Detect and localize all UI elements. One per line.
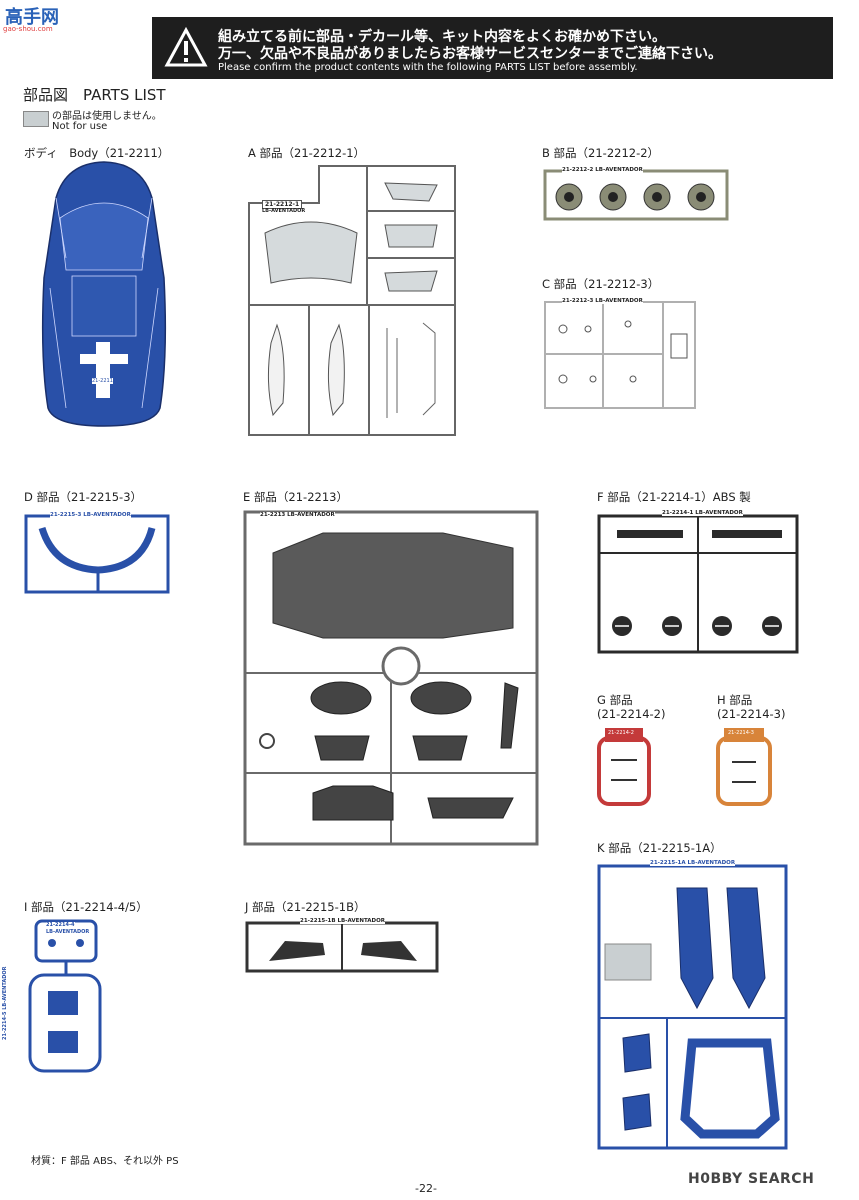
warning-line-2: 万一、欠品や不良品がありましたらお客様サービスセンターまでご連絡下さい。 <box>218 46 722 62</box>
label-b-parts: B 部品（21-2212-2） <box>542 146 660 160</box>
sprue-f <box>597 514 799 654</box>
warning-banner: 組み立てる前に部品・デカール等、キット内容をよくお確かめ下さい。 万一、欠品や不… <box>152 17 833 79</box>
sprue-k-tag: 21-2215-1A LB-AVENTADOR <box>650 860 736 866</box>
watermark: H0BBY SEARCH <box>688 1171 815 1187</box>
sprue-a <box>248 165 456 436</box>
sprue-c-tag: 21-2212-3 LB-AVENTADOR <box>562 298 643 304</box>
sprue-h <box>716 728 772 806</box>
label-g-code: (21-2214-2) <box>597 707 666 721</box>
sprue-a-subtag: LB-AVENTADOR <box>262 208 306 214</box>
sprue-i-side-tag: 21-2214-5 LB-AVENTADOR <box>2 966 8 1040</box>
label-j-parts: J 部品（21-2215-1B） <box>245 900 366 914</box>
sprue-g-tag: 21-2214-2 <box>608 730 634 736</box>
label-f-parts: F 部品（21-2214-1）ABS 製 <box>597 490 751 504</box>
sprue-f-tag: 21-2214-1 LB-AVENTADOR <box>662 510 743 516</box>
label-h-code: (21-2214-3) <box>717 707 786 721</box>
sprue-k <box>597 864 788 1150</box>
label-a-parts: A 部品（21-2212-1） <box>248 146 366 160</box>
sprue-a-tag: 21-2212-1 <box>262 200 303 209</box>
label-i-parts: I 部品（21-2214-4/5） <box>24 900 148 914</box>
sprue-c <box>544 301 696 409</box>
label-h-parts: H 部品 <box>717 693 753 707</box>
sprue-j-tag: 21-2215-1B LB-AVENTADOR <box>300 918 385 924</box>
sprue-i <box>28 919 102 1073</box>
legend-text-english: Not for use <box>52 121 108 132</box>
label-k-parts: K 部品（21-2215-1A） <box>597 841 722 855</box>
sprue-i-tag: 21-2214-4 <box>46 922 75 928</box>
logo-subtext: gao-shou.com <box>3 25 53 33</box>
warning-icon <box>164 27 208 67</box>
label-body: ボディ Body（21-2211） <box>24 146 170 160</box>
sprue-i-subtag: LB-AVENTADOR <box>46 929 90 935</box>
warning-line-1: 組み立てる前に部品・デカール等、キット内容をよくお確かめ下さい。 <box>218 29 666 45</box>
sprue-d-tag: 21-2215-3 LB-AVENTADOR <box>50 512 131 518</box>
body-shell-illustration <box>41 161 167 427</box>
material-note: 材質：F 部品 ABS、それ以外 PS <box>31 1156 179 1167</box>
sprue-h-tag: 21-2214-3 <box>728 730 754 736</box>
label-g-parts: G 部品 <box>597 693 633 707</box>
page-title: 部品図 PARTS LIST <box>23 86 166 104</box>
sprue-d <box>24 514 170 594</box>
label-d-parts: D 部品（21-2215-3） <box>24 490 143 504</box>
sprue-g <box>597 728 651 806</box>
warning-line-english: Please confirm the product contents with… <box>218 62 638 73</box>
body-part-tag: 21-2211 <box>92 378 113 384</box>
logo-mark: 高手网 <box>5 7 59 28</box>
sprue-e-tag: 21-2213 LB-AVENTADOR <box>260 512 335 518</box>
brand-logo: 高手网 gao-shou.com <box>0 0 80 40</box>
sprue-e <box>243 510 539 846</box>
legend-swatch <box>23 111 49 127</box>
legend-text: の部品は使用しません。 <box>52 111 162 122</box>
sprue-b-tag: 21-2212-2 LB-AVENTADOR <box>562 167 643 173</box>
label-c-parts: C 部品（21-2212-3） <box>542 277 660 291</box>
label-e-parts: E 部品（21-2213） <box>243 490 348 504</box>
page-number: -22- <box>415 1182 437 1195</box>
